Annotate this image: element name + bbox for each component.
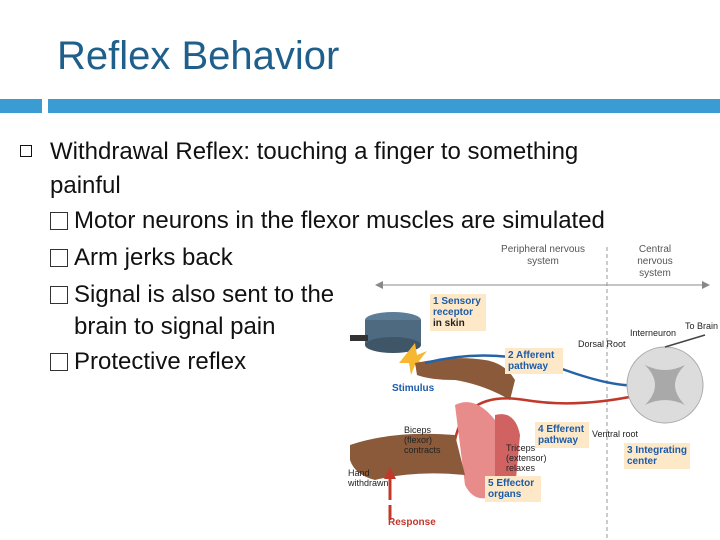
arrow-right-icon (702, 281, 710, 289)
triceps-muscle-icon (495, 414, 520, 494)
checkbox-icon (50, 249, 68, 267)
hand-withdrawn-label: Hand withdrawn (348, 468, 389, 488)
dorsal-root-label: Dorsal Root (578, 339, 626, 349)
checkbox-icon (50, 286, 68, 304)
title-bar-divider (42, 99, 48, 113)
triceps-label: Triceps (extensor) relaxes (506, 443, 547, 473)
arrow-left-icon (375, 281, 383, 289)
bullet-square-icon (20, 145, 32, 157)
ventral-root-label: Ventral root (592, 429, 639, 439)
pain-flash-icon (399, 343, 427, 375)
checkbox-icon (50, 353, 68, 371)
sub-bullet-3-continuation: brain to signal pain (74, 313, 276, 340)
biceps-muscle-icon (455, 402, 495, 499)
stimulus-label: Stimulus (392, 383, 435, 394)
sub-bullet-1: Motor neurons in the flexor muscles are … (50, 205, 605, 237)
effector-organs-label: 5 Effector organs (485, 476, 541, 502)
reflex-arc-diagram (350, 247, 710, 540)
integrating-center-label: 3 Integrating center (624, 443, 690, 469)
arm-icon (350, 433, 465, 480)
sub-bullet-3: Signal is also sent to the (50, 279, 334, 311)
checkbox-icon (50, 212, 68, 230)
to-brain-label: To Brain (685, 321, 719, 331)
title-bar-left (0, 99, 42, 113)
interneuron-label: Interneuron (630, 328, 677, 338)
central-label: Central nervous system (637, 244, 673, 279)
efferent-pathway-label: 4 Efferent pathway (535, 422, 589, 448)
sub-bullet-2: Arm jerks back (50, 242, 233, 274)
peripheral-label: Peripheral nervous system (501, 244, 585, 267)
slide-title: Reflex Behavior (57, 34, 340, 78)
main-bullet-text: Withdrawal Reflex: touching a finger to … (50, 138, 579, 199)
response-label: Response (388, 517, 436, 528)
afferent-pathway-label: 2 Afferent pathway (505, 348, 563, 374)
title-bar-right (48, 99, 720, 113)
sub-bullet-4: Protective reflex (50, 346, 246, 378)
biceps-label: Biceps (flexor) contracts (404, 425, 441, 455)
hand-icon (415, 358, 515, 400)
